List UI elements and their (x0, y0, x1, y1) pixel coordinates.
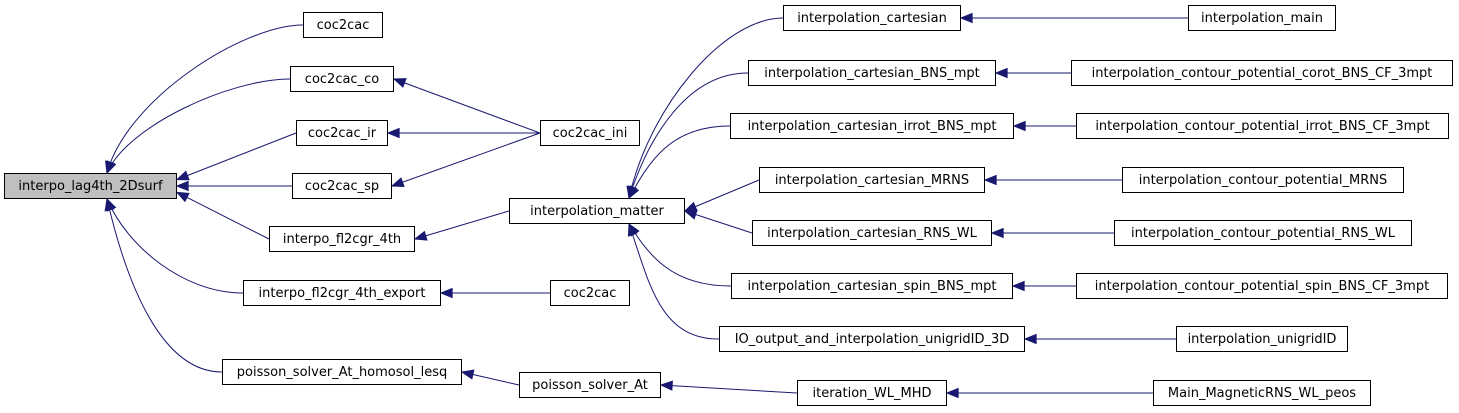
node-coc2cac-ini[interactable]: coc2cac_ini (540, 120, 640, 146)
arrowhead-coc2cac_ini-to-coc2cac_ir (386, 127, 400, 139)
node-coc2cac-sp[interactable]: coc2cac_sp (292, 173, 392, 199)
arrowhead-interpolation_cartesian_MRNS-to-interpolation_matter (683, 201, 698, 212)
arrowhead-poisson_solver_At-to-poisson_solver_At_homosol_lesq (460, 369, 475, 380)
node-interpolation-cartesian-spin-bns-mpt[interactable]: interpolation_cartesian_spin_BNS_mpt (731, 273, 1013, 299)
node-coc2cac-co[interactable]: coc2cac_co (290, 66, 394, 92)
arrowhead-interpolation_cartesian_irrot_BNS_mpt-to-interpolation_matter (628, 185, 640, 200)
arrowhead-coc2cac_ini-to-coc2cac_co (392, 78, 407, 88)
arrowhead-IO_output_and_interpolation_unigridID_3D-to-interpolation_matter (627, 222, 638, 237)
node-interpo-lag4th-2dsurf[interactable]: interpo_lag4th_2Dsurf (4, 173, 177, 199)
edge-coc2cac_ini-to-coc2cac_co (393, 78, 541, 134)
node-interpolation-contour-potential-rns-wl[interactable]: interpolation_contour_potential_RNS_WL (1114, 220, 1412, 246)
node-interpolation-cartesian-irrot-bns-mpt[interactable]: interpolation_cartesian_irrot_BNS_mpt (730, 113, 1014, 139)
arrowhead-interpolation_matter-to-interpo_fl2cgr_4th (413, 230, 428, 241)
edge-coc2cac_top-to-root (106, 24, 304, 174)
arrowhead-interpolation_contour_potential_RNS_WL-to-interpolation_cartesian_RNS_WL (990, 227, 1004, 239)
node-coc2cac-top[interactable]: coc2cac (303, 12, 383, 38)
node-interpolation-matter[interactable]: interpolation_matter (509, 198, 685, 224)
arrowhead-coc2cac_co-to-root (106, 160, 117, 175)
edge-coc2cac_ir-to-root (176, 132, 297, 181)
node-interpolation-cartesian-mrns[interactable]: interpolation_cartesian_MRNS (759, 167, 985, 193)
arrowhead-interpolation_contour_potential_irrot_BNS_CF_3mpt-to-interpolation_cartesian_irrot_BNS_mpt (1012, 120, 1026, 132)
arrowhead-poisson_solver_At_homosol_lesq-to-root (104, 197, 115, 212)
node-interpolation-contour-potential-corot-bns-cf-3mpt[interactable]: interpolation_contour_potential_corot_BN… (1071, 60, 1453, 86)
edge-coc2cac_ini-to-coc2cac_sp (391, 132, 541, 187)
node-interpolation-cartesian-bns-mpt[interactable]: interpolation_cartesian_BNS_mpt (748, 60, 996, 86)
edge-interpolation_matter-to-interpo_fl2cgr_4th (414, 210, 510, 240)
node-interpolation-contour-potential-spin-bns-cf-3mpt[interactable]: interpolation_contour_potential_spin_BNS… (1076, 273, 1448, 299)
edge-coc2cac_co-to-root (106, 78, 291, 174)
arrowhead-coc2cac_ini-to-coc2cac_sp (390, 177, 405, 187)
node-interpo-fl2cgr-4th-export[interactable]: interpo_fl2cgr_4th_export (243, 280, 441, 306)
arrowhead-Main_MagneticRNS_WL_peos-to-iteration_WL_MHD (945, 387, 959, 399)
edge-iteration_WL_MHD-to-poisson_solver_At (660, 384, 798, 394)
arrowhead-coc2cac_ir-to-root (175, 170, 190, 181)
node-poisson-solver-at[interactable]: poisson_solver_At (519, 372, 661, 398)
node-poisson-solver-at-homosol-lesq[interactable]: poisson_solver_At_homosol_lesq (222, 359, 462, 385)
arrowhead-interpolation_contour_potential_corot_BNS_CF_3mpt-to-interpolation_cartesian_BNS_mpt (994, 67, 1008, 79)
arrowhead-interpolation_unigridID-to-IO_output_and_interpolation_unigridID_3D (1023, 333, 1037, 345)
node-interpolation-contour-potential-mrns[interactable]: interpolation_contour_potential_MRNS (1122, 167, 1404, 193)
edge-interpolation_cartesian_irrot_BNS_mpt-to-interpolation_matter (628, 125, 731, 199)
edge-interpolation_cartesian_BNS_mpt-to-interpolation_matter (628, 72, 749, 199)
edge-interpolation_cartesian_spin_BNS_mpt-to-interpolation_matter (628, 223, 732, 287)
arrowhead-interpo_fl2cgr_4th-to-root (175, 191, 190, 203)
arrowhead-interpolation_main-to-interpolation_cartesian (959, 12, 973, 24)
arrowhead-interpolation_cartesian_RNS_WL-to-interpolation_matter (683, 209, 698, 220)
node-coc2cac-bottom[interactable]: coc2cac (550, 280, 630, 306)
edge-interpo_fl2cgr_4th_export-to-root (106, 198, 244, 294)
node-main-magneticrns-wl-peos[interactable]: Main_MagneticRNS_WL_peos (1153, 380, 1371, 406)
node-interpolation-contour-potential-irrot-bns-cf-3mpt[interactable]: interpolation_contour_potential_irrot_BN… (1076, 113, 1449, 139)
edge-interpo_fl2cgr_4th-to-root (176, 191, 270, 240)
edge-poisson_solver_At_homosol_lesq-to-root (106, 198, 223, 373)
node-interpolation-unigridid[interactable]: interpolation_unigridID (1176, 326, 1348, 352)
node-io-output-and-interpolation-unigridid-3d[interactable]: IO_output_and_interpolation_unigridID_3D (719, 326, 1025, 352)
node-interpolation-main[interactable]: interpolation_main (1188, 5, 1336, 31)
node-coc2cac-ir[interactable]: coc2cac_ir (296, 120, 388, 146)
arrowhead-iteration_WL_MHD-to-poisson_solver_At (659, 380, 673, 391)
edge-interpolation_cartesian_MRNS-to-interpolation_matter (684, 179, 760, 212)
arrowhead-interpolation_contour_potential_MRNS-to-interpolation_cartesian_MRNS (983, 174, 997, 186)
node-interpo-fl2cgr-4th[interactable]: interpo_fl2cgr_4th (269, 226, 415, 252)
node-interpolation-cartesian-rns-wl[interactable]: interpolation_cartesian_RNS_WL (752, 220, 992, 246)
arrowhead-coc2cac_sp-to-root (175, 180, 189, 192)
node-iteration-wl-mhd[interactable]: iteration_WL_MHD (797, 380, 947, 406)
edge-interpolation_cartesian-to-interpolation_matter (628, 17, 784, 199)
arrowhead-interpolation_contour_potential_spin_BNS_CF_3mpt-to-interpolation_cartesian_spin_BNS_mpt (1011, 280, 1025, 292)
edge-IO_output_and_interpolation_unigridID_3D-to-interpolation_matter (628, 223, 720, 340)
edge-interpolation_cartesian_RNS_WL-to-interpolation_matter (684, 210, 753, 234)
node-interpolation-cartesian[interactable]: interpolation_cartesian (783, 5, 961, 31)
arrowhead-coc2cac_bottom-to-interpo_fl2cgr_4th_export (439, 287, 453, 299)
